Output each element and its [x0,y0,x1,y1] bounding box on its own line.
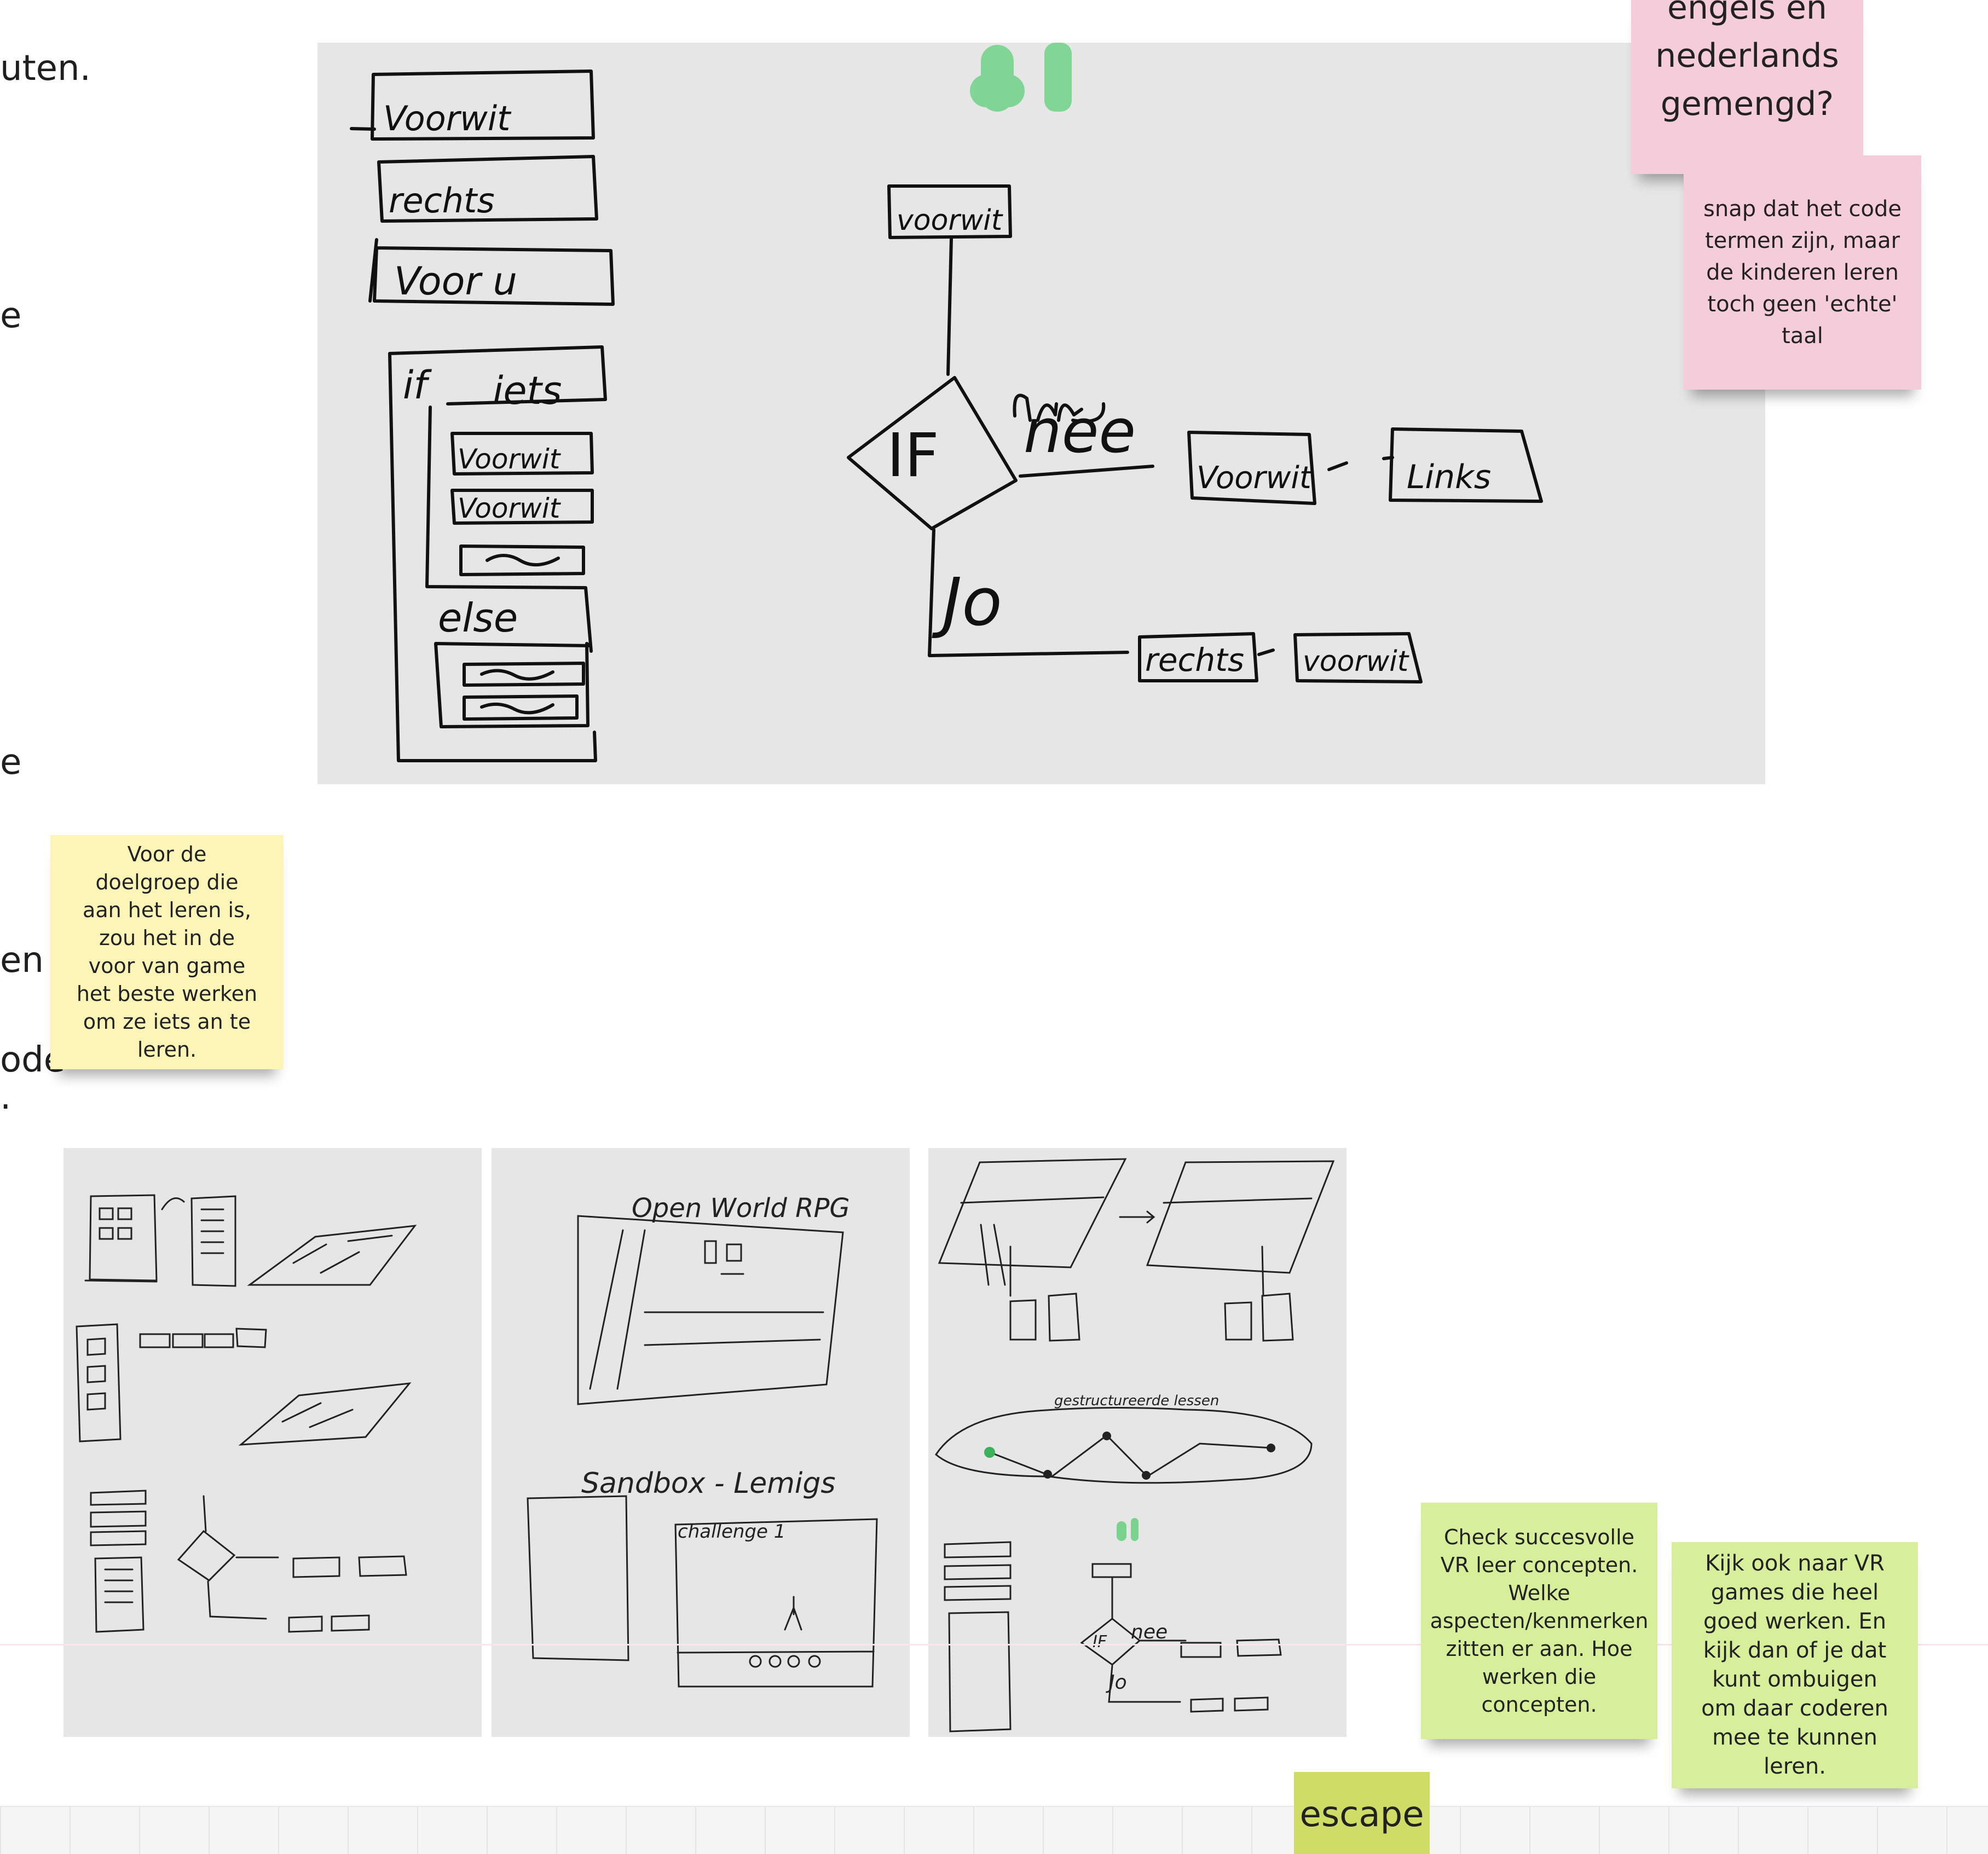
flow-no-step-2: Links [1407,458,1491,496]
sketch-3-green-marker [1117,1518,1139,1541]
block-label-voorwit: Voorwit [383,99,512,138]
sketch-thumbnail-2[interactable]: Open World RPG Sandbox - Lemigs challeng… [492,1148,910,1737]
sticky-note-escape[interactable]: escape [1294,1772,1430,1854]
sticky-note-yellow-target-group-text: Voor de doelgroep die aan het leren is, … [76,842,258,1062]
sticky-note-escape-text: escape [1299,1794,1424,1835]
sketch-2-drawing: Open World RPG Sandbox - Lemigs challeng… [527,1193,878,1688]
main-sketch-drawing: Voorwit rechts Voor u if iets Voorwit Vo… [350,43,1543,762]
sticky-note-green-vr-games[interactable]: Kijk ook naar VR games die heel goed wer… [1672,1542,1918,1788]
flow-yes-step-1: rechts [1145,641,1244,679]
flow-no-step-1: Voorwit [1197,460,1313,496]
block-label-iets: iets [493,368,562,413]
block-label-voorwit-2: Voorwit [458,443,562,475]
sticky-note-green-check-concepts-text: Check succesvolle VR leer concepten. Wel… [1430,1525,1649,1717]
board-grid-strip [0,1806,1988,1854]
sticky-note-pink-code-terms[interactable]: snap dat het code termen zijn, maar de k… [1684,155,1921,390]
sketch-1-drawing [76,1194,417,1633]
left-text-fragment-4: en [0,940,44,981]
left-text-fragment-3: e [0,742,22,783]
sketch-3-jo: Jo [1106,1671,1127,1694]
flow-nee-label: nee [1024,396,1136,466]
main-sketch-image[interactable]: Voorwit rechts Voor u if iets Voorwit Vo… [317,43,1765,784]
sticky-note-green-check-concepts[interactable]: Check succesvolle VR leer concepten. Wel… [1421,1503,1657,1739]
green-marker-mark [970,43,1072,112]
left-text-fragment-2: e [0,296,22,336]
left-text-fragment-6: . [0,1077,11,1117]
sketch-thumbnail-3[interactable]: gestructureerde lessen IF nee Jo [928,1148,1346,1737]
flow-if-label: IF [887,420,939,490]
board-divider-line [0,1644,1988,1646]
sticky-note-pink-top-text: engels en nederlands gemengd? [1655,0,1839,123]
left-text-fragment-1: uten. [0,48,91,89]
sticky-note-green-vr-games-text: Kijk ook naar VR games die heel goed wer… [1701,1551,1888,1779]
sticky-note-yellow-target-group[interactable]: Voor de doelgroep die aan het leren is, … [50,835,284,1069]
sketch-2-title: Open World RPG [632,1193,850,1224]
block-label-voor-u: Voor u [394,259,517,304]
flow-yes-step-2: voorwit [1303,645,1409,678]
block-label-if: if [403,363,432,408]
flow-jo-label: Jo [932,565,1002,641]
sketch-3-if: IF [1093,1632,1107,1652]
sketch-3-caption: gestructureerde lessen [1054,1393,1219,1409]
block-label-voorwit-3: Voorwit [458,493,562,524]
sketch-thumbnail-1[interactable] [63,1148,482,1737]
sticky-note-pink-code-terms-text: snap dat het code termen zijn, maar de k… [1703,196,1902,349]
block-label-rechts: rechts [389,181,495,221]
sketch-3-drawing: gestructureerde lessen IF nee Jo [935,1158,1335,1733]
sketch-2-subtitle: Sandbox - Lemigs [581,1467,835,1500]
sticky-note-pink-top[interactable]: engels en nederlands gemengd? [1631,0,1863,174]
sketch-3-nee: nee [1131,1621,1168,1643]
block-label-else: else [438,595,518,641]
flow-top-label: voorwit [897,204,1003,237]
